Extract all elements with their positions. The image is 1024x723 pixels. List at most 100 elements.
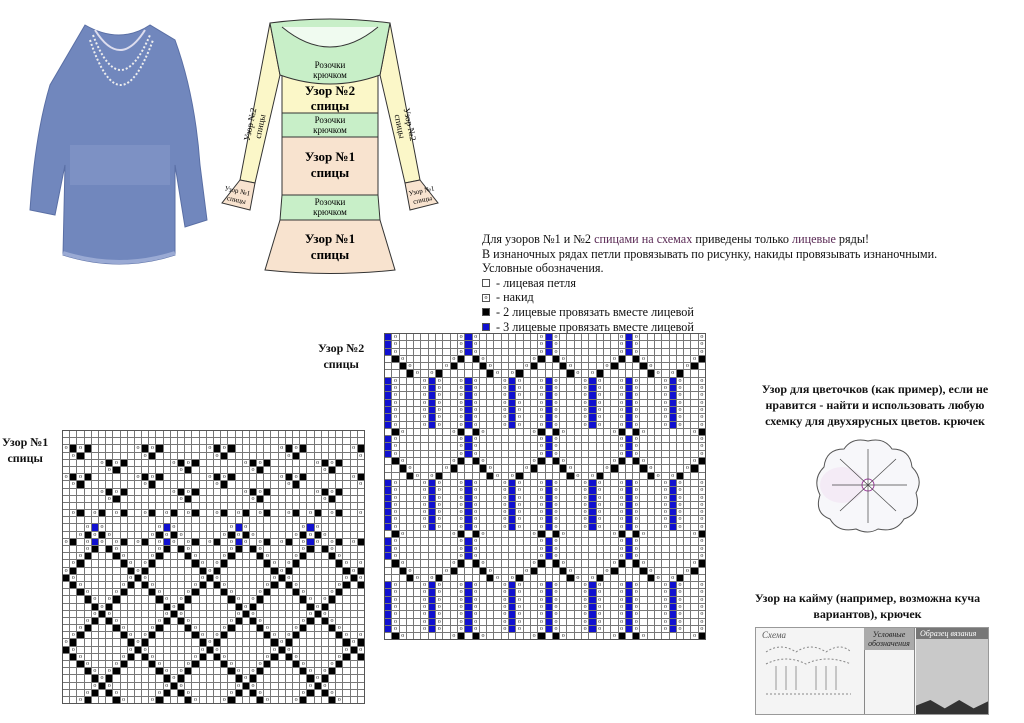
yarn-over-cell: o [221, 553, 228, 560]
k2tog-cell [596, 472, 603, 479]
knit-cell [264, 474, 271, 481]
knit-cell [106, 625, 113, 632]
yarn-over-cell: o [249, 531, 257, 538]
knit-cell [149, 646, 156, 653]
knit-cell [647, 450, 654, 458]
knit-cell [142, 502, 149, 510]
knit-cell [574, 377, 582, 385]
knit-cell [662, 531, 669, 538]
knit-cell [603, 574, 611, 582]
knit-cell [523, 625, 530, 633]
knit-cell [278, 459, 285, 466]
k2tog-cell [264, 632, 271, 639]
knit-cell [134, 661, 142, 668]
yarn-over-cell: o [436, 385, 443, 392]
knit-cell [414, 538, 421, 545]
yarn-over-cell: o [149, 474, 156, 481]
yarn-over-cell: o [328, 459, 336, 466]
yarn-over-cell: o [457, 603, 465, 611]
knit-cell [127, 682, 134, 689]
k3tog-cell [465, 406, 472, 414]
knit-cell [582, 443, 589, 450]
k3tog-cell [589, 589, 596, 596]
knit-cell [676, 538, 684, 545]
knit-cell [264, 689, 271, 696]
knit-cell [307, 517, 314, 524]
knit-cell [487, 479, 494, 487]
knit-cell [530, 414, 538, 421]
k2tog-cell [691, 363, 698, 370]
yarn-over-cell: o [457, 494, 465, 501]
knit-cell [479, 625, 487, 633]
knit-cell [603, 603, 611, 611]
knit-cell [63, 495, 70, 502]
knit-cell [70, 596, 77, 603]
knit-cell [343, 625, 350, 632]
knit-cell [669, 436, 676, 443]
knit-cell [676, 633, 684, 640]
k3tog-cell [509, 582, 516, 589]
knit-cell [567, 421, 574, 428]
yarn-over-cell: o [618, 385, 625, 392]
knit-cell [530, 618, 538, 625]
knit-cell [479, 436, 487, 443]
knit-cell [293, 646, 300, 653]
knit-cell [336, 610, 343, 617]
knit-cell [443, 421, 450, 428]
k3tog-cell [545, 414, 552, 421]
knit-cell [443, 523, 450, 531]
k2tog-cell [328, 466, 336, 474]
yarn-over-cell: o [321, 596, 328, 603]
knit-cell [654, 406, 662, 414]
knit-cell [399, 574, 406, 582]
knit-cell [213, 524, 221, 531]
yarn-over-cell: o [343, 632, 350, 639]
knit-cell [443, 574, 450, 582]
k2tog-cell [185, 596, 192, 603]
knit-cell [406, 531, 414, 538]
yarn-over-cell: o [633, 385, 640, 392]
yarn-over-cell: o [516, 516, 523, 523]
knit-cell [328, 646, 336, 653]
k2tog-cell [235, 603, 242, 610]
knit-cell [336, 639, 343, 646]
knit-cell [249, 445, 257, 452]
k3tog-cell [545, 618, 552, 625]
knit-cell [684, 392, 691, 399]
k2tog-cell [307, 546, 314, 553]
yarn-over-cell: o [552, 377, 560, 385]
yarn-over-cell: o [228, 524, 235, 531]
knit-cell [450, 472, 457, 479]
knit-cell [91, 517, 98, 524]
knit-cell [228, 517, 235, 524]
knit-cell [494, 355, 501, 363]
k2tog-cell [293, 510, 300, 517]
sleeve-right-label-2: спицы [392, 113, 407, 139]
knit-cell [264, 596, 271, 603]
knit-cell [385, 363, 392, 370]
knit-cell [156, 603, 163, 610]
yarn-over-cell: o [127, 560, 134, 567]
knit-cell [336, 474, 343, 481]
yarn-over-cell: o [436, 392, 443, 399]
knit-cell [582, 552, 589, 560]
knit-cell [611, 603, 618, 611]
knit-cell [293, 538, 300, 545]
knit-cell [523, 545, 530, 552]
yarn-over-cell: o [443, 363, 450, 370]
knit-cell [221, 502, 228, 510]
yarn-over-cell: o [392, 479, 399, 487]
knit-cell [228, 452, 235, 459]
knit-cell [640, 334, 647, 341]
knit-cell [343, 610, 350, 617]
knit-cell [523, 589, 530, 596]
yarn-over-cell: o [257, 617, 264, 625]
knit-cell [654, 552, 662, 560]
knit-cell [77, 517, 84, 524]
knit-cell [242, 596, 249, 603]
knit-cell [206, 438, 213, 445]
knit-cell [206, 581, 213, 589]
yarn-over-cell: o [156, 546, 163, 553]
k2tog-cell [698, 531, 706, 538]
knit-cell [149, 466, 156, 474]
